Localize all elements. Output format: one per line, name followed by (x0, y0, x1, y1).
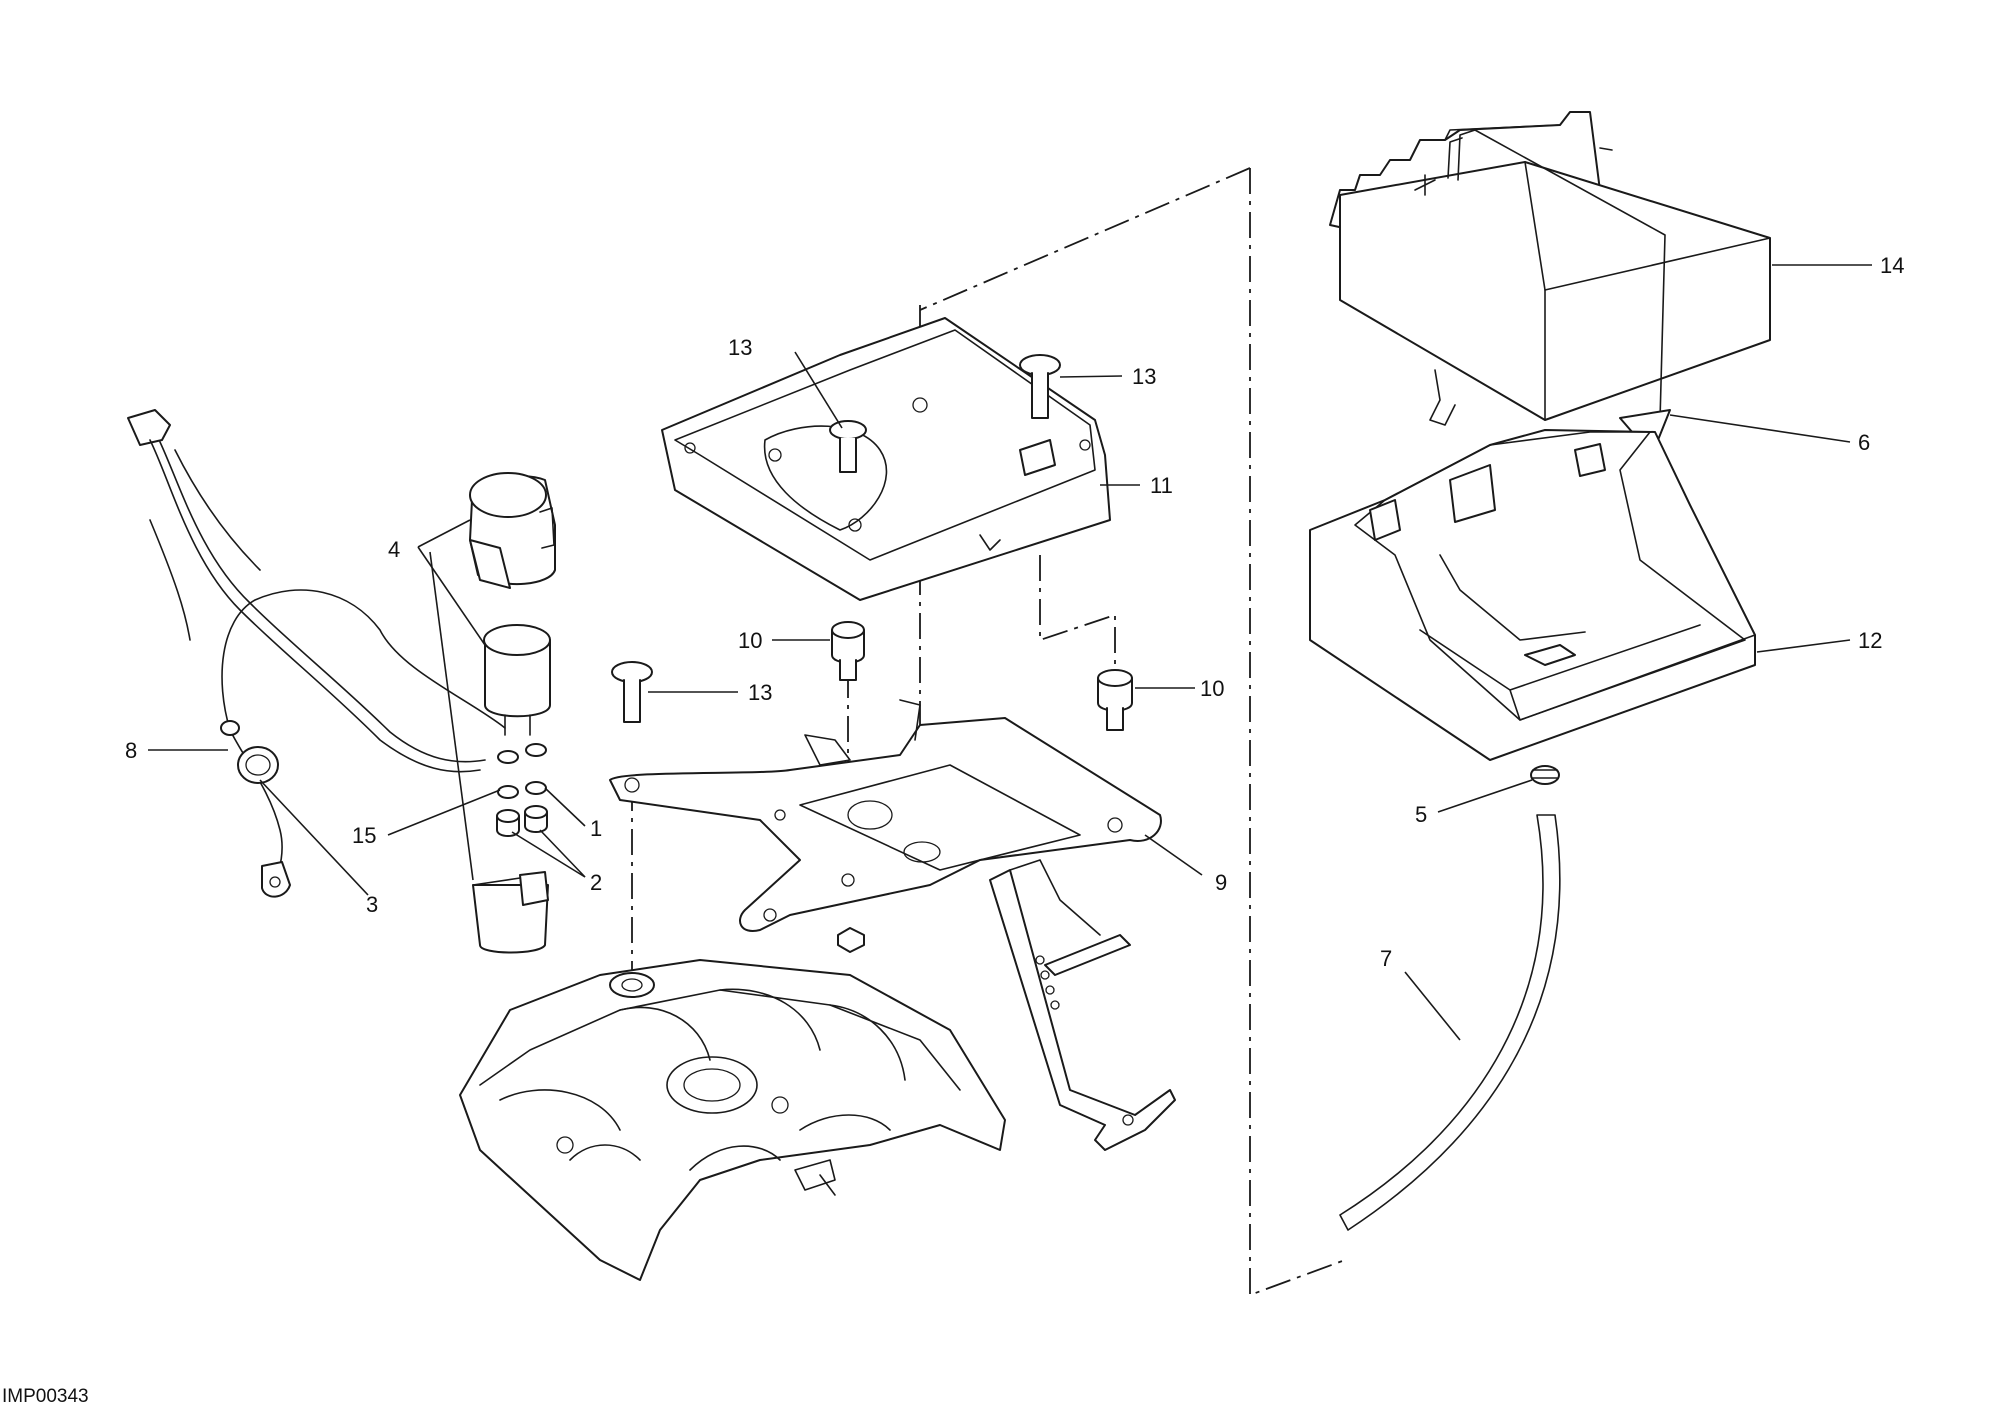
rubber-mount-right (1097, 669, 1133, 731)
callout-13-top-left: 13 (728, 335, 752, 360)
screw-upper-left (829, 420, 867, 473)
callout-4: 4 (388, 537, 400, 562)
callout-11: 11 (1150, 473, 1173, 498)
callout-5: 5 (1415, 802, 1427, 827)
relay (483, 624, 551, 736)
relay-cover (469, 472, 556, 589)
drain-hose (1339, 814, 1561, 1231)
drain-clamp (1530, 765, 1560, 785)
callout-7: 7 (1380, 946, 1392, 971)
support-bracket (989, 859, 1176, 1151)
callout-14: 14 (1880, 253, 1904, 278)
callout-13-top-right: 13 (1132, 364, 1156, 389)
callout-8: 8 (125, 738, 137, 763)
callout-10-right: 10 (1200, 676, 1224, 701)
engine-airbox (459, 959, 1006, 1281)
battery (1329, 111, 1771, 421)
screw-upper-right (1019, 354, 1061, 419)
washers-and-nuts (496, 743, 548, 837)
callout-9: 9 (1215, 870, 1227, 895)
relay-holder (472, 871, 549, 954)
diagram-reference-code: IMP00343 (2, 1386, 89, 1407)
callout-12: 12 (1858, 628, 1882, 653)
callout-2: 2 (590, 870, 602, 895)
wiring-harness (127, 409, 486, 773)
screw-lower (611, 661, 653, 723)
callout-15: 15 (352, 823, 376, 848)
plate-nut (837, 927, 865, 953)
battery-tray (661, 317, 1111, 601)
callout-1: 1 (590, 816, 602, 841)
battery-box (1309, 429, 1756, 761)
callout-3: 3 (366, 892, 378, 917)
ground-cable (220, 589, 506, 898)
callout-6: 6 (1858, 430, 1870, 455)
callout-10-left: 10 (738, 628, 762, 653)
mounting-plate (609, 699, 1162, 932)
callout-labels: 1 2 3 4 5 6 7 8 9 10 10 11 12 13 13 13 1… (125, 253, 1904, 971)
rubber-mount-left (831, 621, 865, 681)
callout-13-lower: 13 (748, 680, 772, 705)
leader-lines (148, 264, 1872, 1041)
